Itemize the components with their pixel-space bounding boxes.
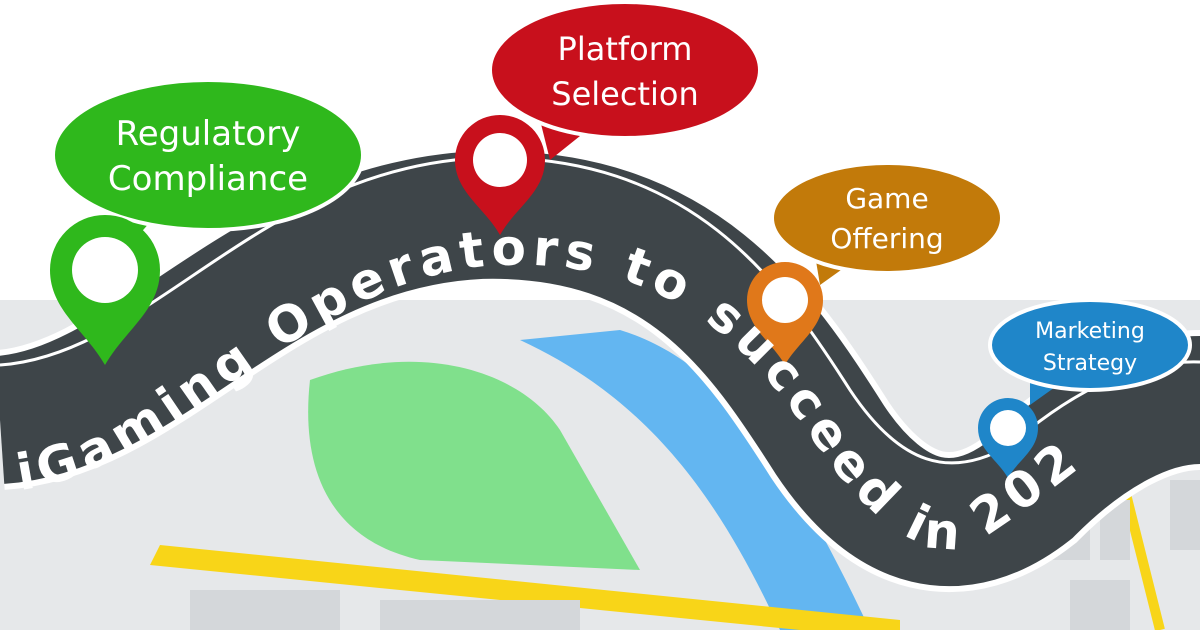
bubble-label: Strategy — [1043, 351, 1137, 376]
map-pin-orange-icon — [747, 262, 823, 365]
bubble-label: Selection — [551, 75, 698, 113]
bubble-label: Compliance — [108, 159, 308, 199]
map-pin-red-icon — [455, 115, 545, 235]
bubble-platform-selection: Platform Selection — [488, 0, 762, 160]
bubble-label: Platform — [558, 30, 693, 68]
bubble-label: Game — [845, 182, 928, 215]
park-area — [308, 361, 640, 570]
city-blocks — [190, 480, 1200, 630]
map-pin-green-icon — [49, 214, 160, 365]
street-yellow — [150, 545, 900, 630]
bubble-label: Regulatory — [116, 114, 301, 154]
bubble-regulatory-compliance: Regulatory Compliance — [51, 78, 365, 245]
river — [520, 330, 870, 630]
bubble-label: Offering — [830, 222, 943, 255]
bubble-marketing-strategy: Marketing Strategy — [988, 298, 1192, 405]
bubble-label: Marketing — [1035, 319, 1145, 344]
map-pin-blue-icon — [978, 398, 1038, 478]
bubble-game-offering: Game Offering — [770, 161, 1004, 285]
